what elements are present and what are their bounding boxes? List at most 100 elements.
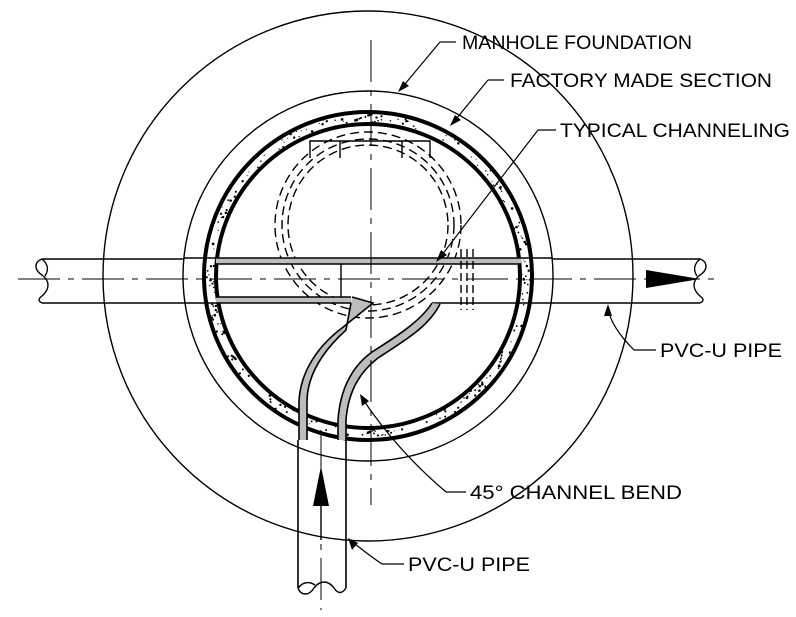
straight-channel <box>184 249 553 310</box>
stipple-dot <box>281 139 283 141</box>
stipple-dot <box>222 331 226 335</box>
stipple-dot <box>373 432 375 435</box>
stipple-dot <box>238 372 241 375</box>
stipple-dot <box>241 180 244 183</box>
stipple-dot <box>295 130 298 132</box>
label-pvc-pipe-bottom: PVC-U PIPE <box>408 555 530 576</box>
stipple-dot <box>345 121 348 124</box>
stipple-dot <box>283 405 287 408</box>
stipple-dot <box>526 291 529 294</box>
stipple-dot <box>231 358 234 361</box>
typical-channeling-loop <box>274 131 462 319</box>
stipple-dot <box>475 158 477 160</box>
stipple-dot <box>508 352 511 355</box>
stipple-dot <box>526 283 529 286</box>
horizontal-pipe-left <box>35 258 184 304</box>
stipple-dot <box>405 117 407 120</box>
stipple-dot <box>221 206 223 208</box>
stipple-dot <box>360 116 363 119</box>
stipple-dot <box>231 355 235 358</box>
stipple-dot <box>474 394 477 397</box>
stipple-dot <box>521 298 524 301</box>
stipple-dot <box>444 410 447 413</box>
stipple-dot <box>500 357 502 360</box>
stipple-dot <box>211 315 213 317</box>
stipple-dot <box>321 122 324 126</box>
stipple-dot <box>216 311 218 313</box>
stipple-dot <box>224 211 228 215</box>
stipple-dot <box>220 322 222 325</box>
stipple-dot <box>305 129 307 131</box>
stipple-dot <box>380 115 383 118</box>
stipple-dot <box>334 425 337 428</box>
stipple-dot <box>526 279 528 281</box>
stipple-dot <box>513 227 516 230</box>
stipple-dot <box>213 313 217 317</box>
stipple-dot <box>292 410 294 412</box>
stipple-dot <box>213 286 215 289</box>
stipple-dot <box>393 430 395 432</box>
stipple-dot <box>522 259 524 261</box>
stipple-dot <box>310 420 313 423</box>
stipple-dot <box>466 395 469 398</box>
stipple-dot <box>484 385 487 388</box>
stipple-dot <box>501 350 504 353</box>
stipple-dot <box>522 278 526 281</box>
stipple-dot <box>454 138 456 141</box>
stipple-dot <box>289 132 292 136</box>
stipple-dot <box>212 318 215 321</box>
stipple-dot <box>497 364 501 368</box>
stipple-dot <box>397 118 399 120</box>
stipple-dot <box>486 377 488 379</box>
stipple-dot <box>500 360 503 362</box>
stipple-dot <box>500 190 503 192</box>
stipple-dot <box>315 420 318 423</box>
stipple-dot <box>374 430 376 432</box>
stipple-dot <box>500 355 503 357</box>
stipple-dot <box>263 154 265 156</box>
stipple-dot <box>325 120 328 123</box>
stipple-dot <box>513 329 516 332</box>
concrete-stipple <box>205 113 531 437</box>
stipple-dot <box>499 362 501 364</box>
stipple-dot <box>217 323 219 325</box>
stipple-dot <box>325 429 328 431</box>
stipple-dot <box>217 229 219 232</box>
stipple-dot <box>219 212 223 215</box>
label-pvc-pipe-right: PVC-U PIPE <box>660 341 782 362</box>
stipple-dot <box>212 264 215 267</box>
stipple-dot <box>481 382 483 384</box>
stipple-dot <box>334 119 336 122</box>
stipple-dot <box>241 368 244 371</box>
stipple-dot <box>371 430 374 432</box>
stipple-dot <box>217 221 220 223</box>
stipple-dot <box>503 201 506 203</box>
label-channel-bend: 45° CHANNEL BEND <box>470 483 682 504</box>
stipple-dot <box>373 429 375 432</box>
manhole-foundation-circle <box>102 10 634 542</box>
stipple-dot <box>229 199 232 202</box>
stipple-dot <box>463 397 465 399</box>
stipple-dot <box>415 127 417 130</box>
stipple-dot <box>215 330 218 333</box>
stipple-dot <box>260 160 262 162</box>
factory-made-section-ring <box>182 90 554 462</box>
stipple-dot <box>474 389 477 392</box>
stipple-dot <box>214 308 217 312</box>
stipple-dot <box>376 434 380 437</box>
flow-arrow-vertical <box>313 466 329 540</box>
stipple-dot <box>510 207 514 210</box>
leader-lines <box>348 41 656 565</box>
label-manhole-foundation: MANHOLE FOUNDATION <box>462 33 692 54</box>
stipple-dot <box>477 383 480 386</box>
stipple-dot <box>209 284 211 287</box>
stipple-dot <box>527 269 530 272</box>
stipple-dot <box>389 119 392 122</box>
stipple-dot <box>234 190 237 193</box>
stipple-dot <box>390 431 393 434</box>
stipple-dot <box>460 401 462 403</box>
stipple-dot <box>499 188 502 190</box>
stipple-dot <box>502 199 504 202</box>
flow-arrow-horizontal <box>646 270 700 288</box>
stipple-dot <box>221 215 225 219</box>
